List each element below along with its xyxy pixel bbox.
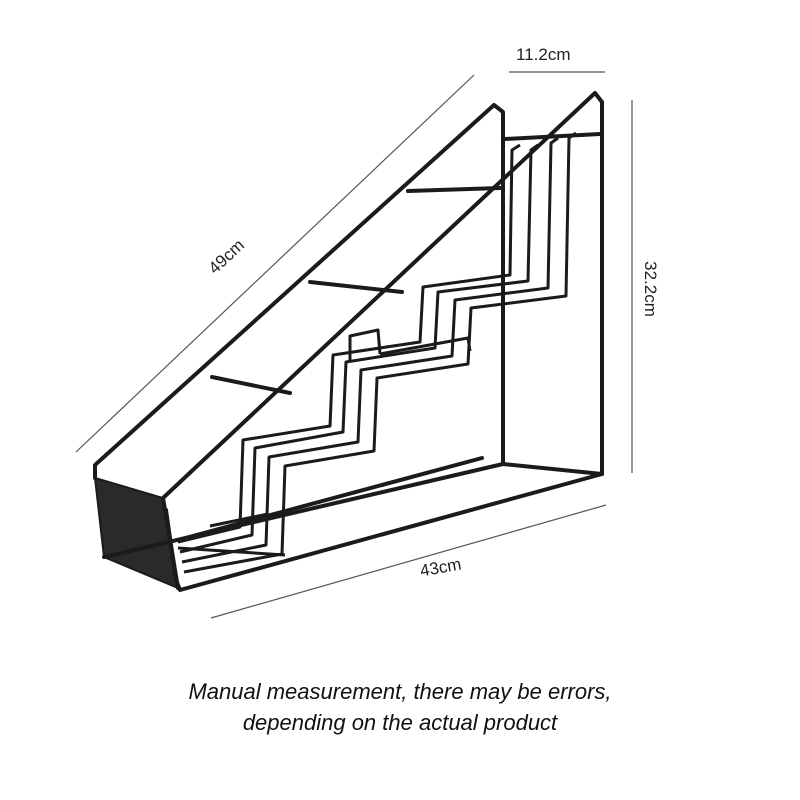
stair-wire-3 (181, 136, 559, 564)
caption-line-2: depending on the actual product (242, 710, 558, 735)
foot-wire-1 (177, 546, 286, 557)
dimension-lines (75, 71, 633, 619)
hoop-front-wire (379, 336, 472, 356)
length-dimension-line (75, 74, 475, 453)
front-side-frame (161, 91, 604, 592)
width-dimension-line (210, 504, 607, 619)
stair-wire-4 (183, 131, 577, 574)
slope-crossbar-2 (308, 280, 404, 294)
bottom-wires (177, 512, 286, 557)
slope-crossbar-3 (406, 186, 502, 193)
back-vertical-wire (161, 496, 180, 590)
stair-wire-2 (179, 143, 539, 554)
foot-wire-2 (209, 512, 269, 528)
step-hoop (348, 328, 472, 360)
height-label: 32.2cm (640, 261, 660, 317)
rack-frame (93, 91, 604, 592)
stair-wires (177, 131, 577, 574)
hoop-wire (348, 328, 382, 360)
disclaimer-caption: Manual measurement, there may be errors,… (0, 676, 800, 738)
depth-label: 11.2cm (516, 45, 571, 64)
caption-line-1: Manual measurement, there may be errors, (188, 679, 612, 704)
back-side-frame (93, 103, 505, 480)
bottom-rail-inner (176, 456, 484, 542)
stair-wire-1 (177, 143, 521, 544)
top-crossbar (503, 132, 602, 141)
slope-crossbar-1 (210, 375, 292, 395)
bottom-rail-cross (501, 462, 604, 476)
